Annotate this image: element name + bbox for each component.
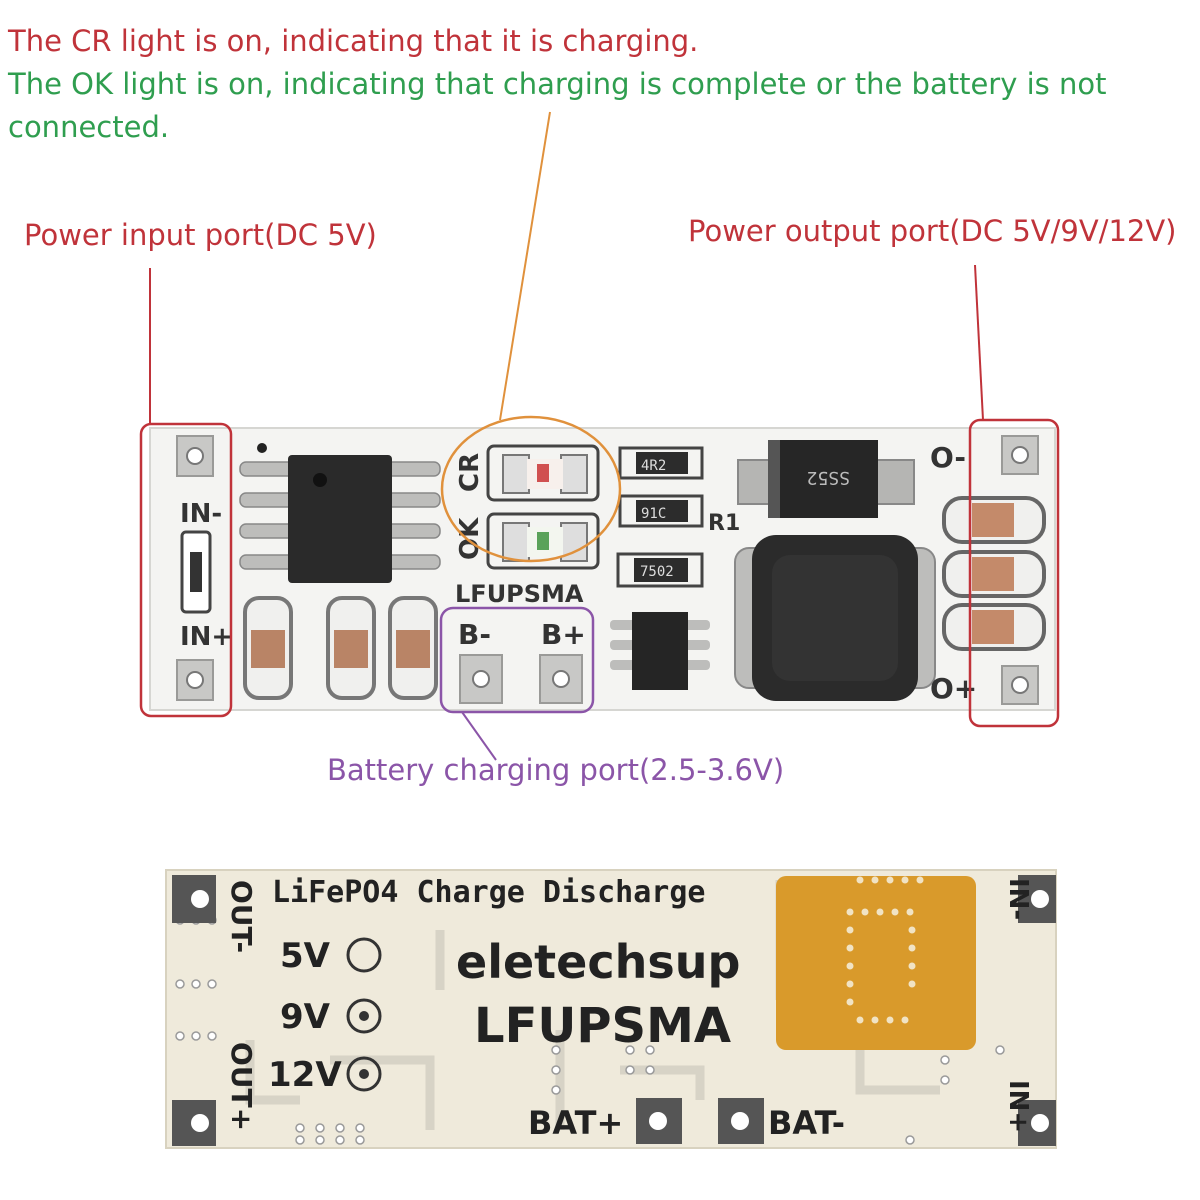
res1-code: 4R2 <box>641 458 666 474</box>
cr-light-note: The CR light is on, indicating that it i… <box>8 24 699 58</box>
charger-ic <box>239 443 441 583</box>
label-12v: 12V <box>268 1055 342 1095</box>
status-leds <box>486 444 600 570</box>
top-board: IN- IN+ <box>149 427 1056 711</box>
input-pads <box>176 435 214 701</box>
voltage-jumpers <box>346 937 382 1092</box>
battery-pads <box>459 654 583 704</box>
battery-leader-line <box>461 711 497 761</box>
jumper-12v-icon <box>346 1056 382 1092</box>
output-pads <box>1001 435 1039 705</box>
output-port-highlight <box>968 418 1060 728</box>
input-capacitors <box>243 596 438 700</box>
res2-code: 91C <box>641 506 666 522</box>
cr-led-label: CR <box>455 453 485 492</box>
r1-label: R1 <box>708 511 740 536</box>
top-in-plus-label: IN+ <box>180 622 233 652</box>
ok-light-note-line2: connected. <box>8 110 170 144</box>
label-5v: 5V <box>280 936 331 976</box>
battery-port-highlight <box>439 606 595 714</box>
bottom-bat-minus: BAT- <box>768 1104 845 1142</box>
input-port-highlight <box>139 422 233 718</box>
bottom-in-minus: IN- <box>1003 878 1033 920</box>
resistors <box>616 446 704 588</box>
jumper-9v-icon <box>346 998 382 1034</box>
res3-code: 7502 <box>640 564 674 580</box>
thermal-vias <box>846 876 924 1024</box>
schottky-diode <box>737 440 915 518</box>
top-out-minus-label: O- <box>930 441 966 474</box>
output-leader-line <box>974 264 984 421</box>
led-leader-line <box>499 111 551 421</box>
battery-port-label: Battery charging port(2.5-3.6V) <box>327 753 785 787</box>
output-port-label: Power output port(DC 5V/9V/12V) <box>688 214 1177 248</box>
input-port-label: Power input port(DC 5V) <box>24 218 377 252</box>
bottom-pads <box>172 875 1056 1146</box>
inductor <box>734 535 936 701</box>
boost-ic <box>610 612 710 690</box>
bottom-bat-plus: BAT+ <box>528 1104 623 1142</box>
top-b-minus-label: B- <box>458 618 491 651</box>
bottom-brand: eletechsup <box>456 935 740 989</box>
ok-light-note-line1: The OK light is on, indicating that char… <box>8 67 1107 101</box>
led-highlight <box>440 415 622 563</box>
top-b-plus-label: B+ <box>541 618 586 651</box>
bottom-title: LiFePO4 Charge Discharge <box>272 875 705 910</box>
output-capacitors <box>942 496 1046 651</box>
jumper-5v-icon <box>346 937 382 973</box>
ok-led-label: OK <box>455 517 485 560</box>
thermal-copper-pad <box>776 876 976 1050</box>
top-model-label: LFUPSMA <box>455 580 584 608</box>
bottom-in-plus: IN+ <box>1003 1080 1033 1133</box>
top-in-minus-label: IN- <box>180 499 222 529</box>
label-9v: 9V <box>280 997 331 1037</box>
diode-code: SS52 <box>807 467 850 488</box>
bottom-out-plus: OUT+ <box>225 1042 258 1131</box>
bottom-board: LiFePO4 Charge Discharge eletechsup LFUP… <box>165 869 1057 1149</box>
bottom-out-minus: OUT- <box>225 880 258 953</box>
bottom-model: LFUPSMA <box>474 998 731 1054</box>
